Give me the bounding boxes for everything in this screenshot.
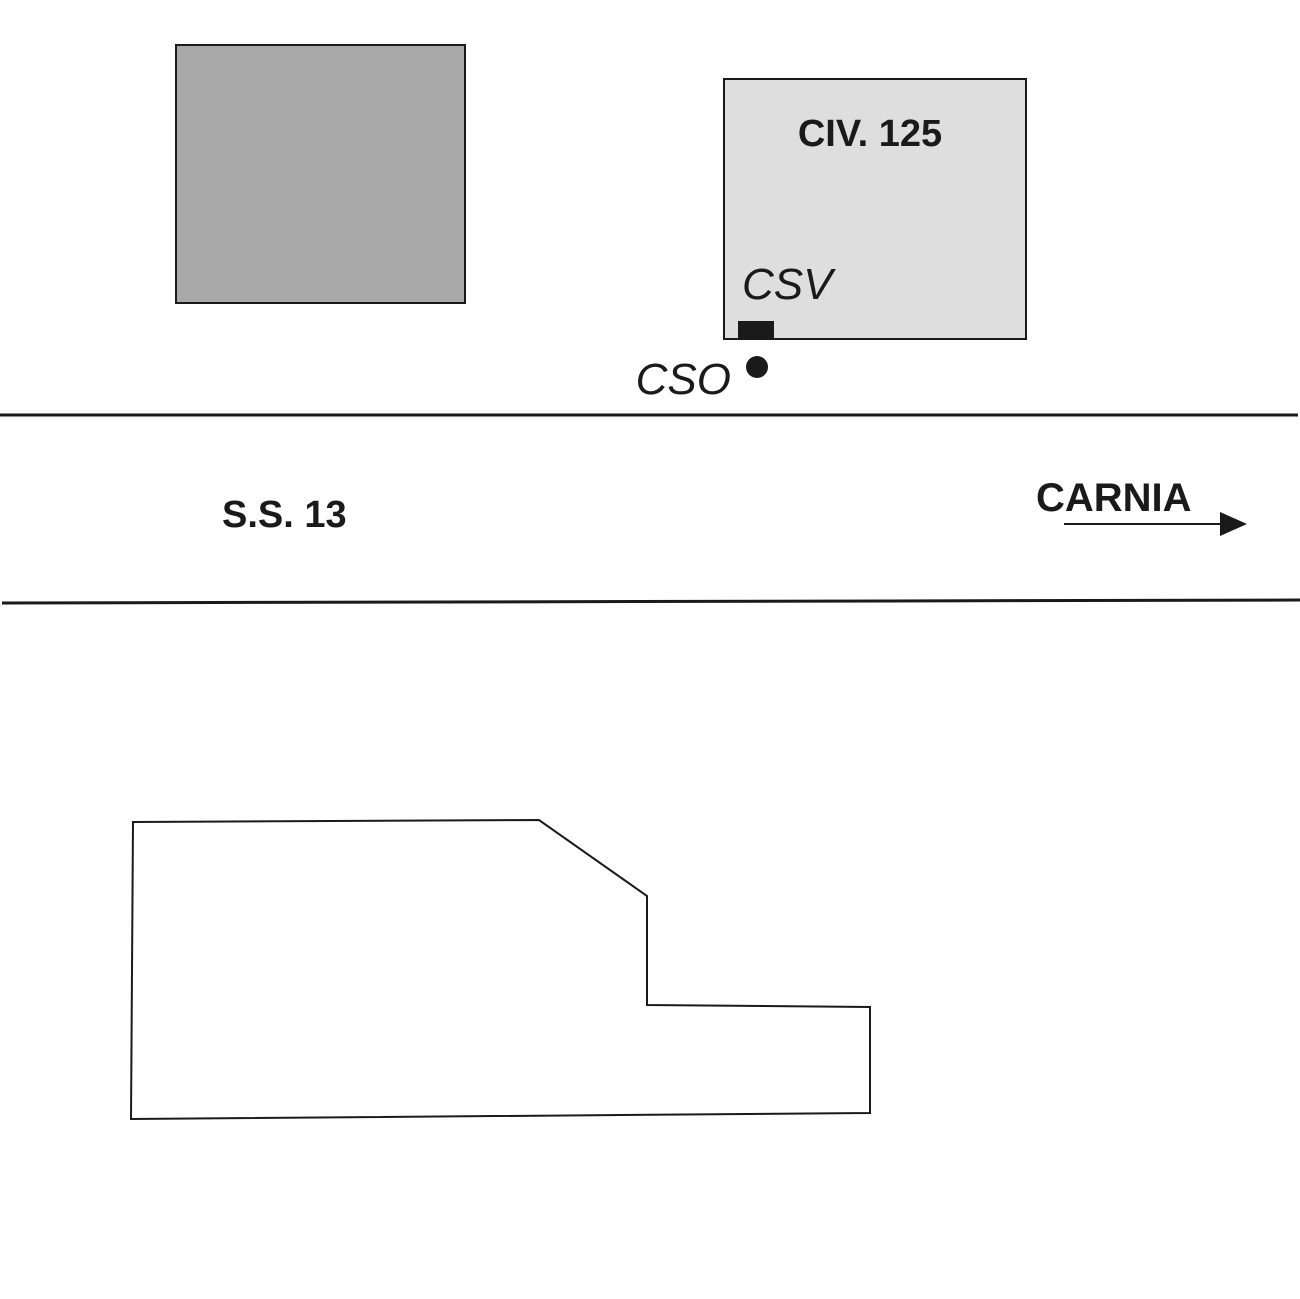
csv-marker (738, 321, 774, 339)
building-dark (175, 44, 466, 304)
direction-label: CARNIA (1036, 476, 1192, 520)
cso-marker (746, 356, 768, 378)
road-name-label: S.S. 13 (222, 494, 347, 536)
arrow-right-icon (1064, 512, 1247, 536)
building-number-label: CIV. 125 (798, 113, 942, 155)
building-civ-125 (723, 78, 1027, 340)
road-edge-bottom (1, 598, 1300, 605)
lot-outline (129, 818, 871, 1121)
csv-label: CSV (742, 260, 836, 309)
cso-label: CSO (636, 355, 731, 404)
